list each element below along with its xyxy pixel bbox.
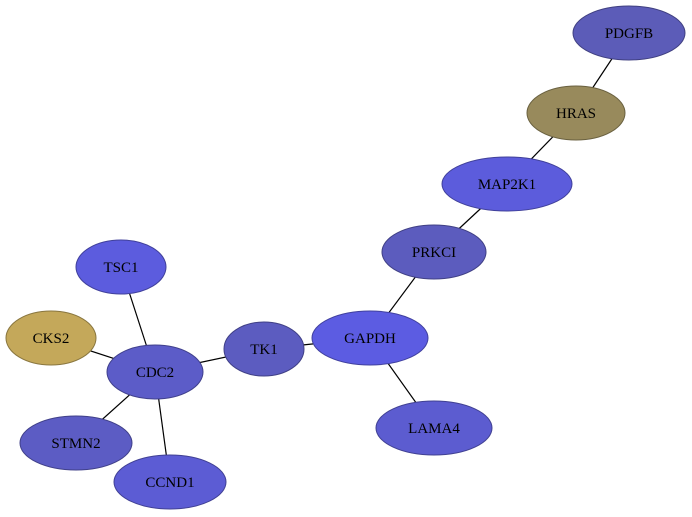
node-label: MAP2K1 — [478, 177, 536, 193]
node-label: CKS2 — [33, 331, 70, 347]
node-shape — [381, 224, 487, 280]
node-shape — [375, 400, 493, 456]
node-label: GAPDH — [344, 331, 396, 347]
node-label: HRAS — [556, 106, 596, 122]
node-label: PRKCI — [412, 245, 456, 261]
node-prkci[interactable]: PRKCI — [381, 224, 487, 280]
node-shape — [441, 156, 573, 212]
node-label: TK1 — [250, 342, 278, 358]
node-label: PDGFB — [605, 26, 653, 42]
node-stmn2[interactable]: STMN2 — [19, 415, 133, 471]
node-shape — [223, 321, 305, 377]
node-shape — [572, 5, 686, 61]
node-label: STMN2 — [51, 436, 100, 452]
node-cdc2[interactable]: CDC2 — [106, 344, 204, 400]
node-pdgfb[interactable]: PDGFB — [572, 5, 686, 61]
node-label: TSC1 — [103, 260, 138, 276]
node-hras[interactable]: HRAS — [526, 85, 626, 141]
node-shape — [106, 344, 204, 400]
node-cks2[interactable]: CKS2 — [5, 310, 97, 366]
node-shape — [311, 310, 429, 366]
node-gapdh[interactable]: GAPDH — [311, 310, 429, 366]
node-shape — [113, 454, 227, 510]
node-label: CDC2 — [136, 365, 174, 381]
node-shape — [19, 415, 133, 471]
node-ccnd1[interactable]: CCND1 — [113, 454, 227, 510]
node-shape — [75, 239, 167, 295]
node-shape — [526, 85, 626, 141]
node-tk1[interactable]: TK1 — [223, 321, 305, 377]
node-tsc1[interactable]: TSC1 — [75, 239, 167, 295]
node-label: LAMA4 — [408, 421, 460, 437]
node-map2k1[interactable]: MAP2K1 — [441, 156, 573, 212]
node-label: CCND1 — [145, 475, 194, 491]
node-lama4[interactable]: LAMA4 — [375, 400, 493, 456]
node-shape — [5, 310, 97, 366]
